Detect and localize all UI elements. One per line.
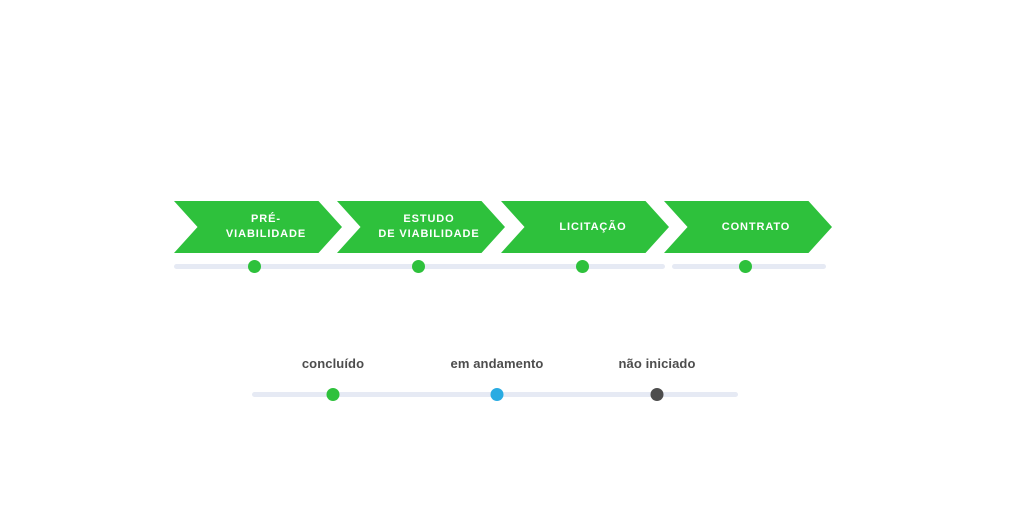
process-step-2-label: ESTUDO DE VIABILIDADE (378, 213, 480, 240)
legend: concluído em andamento não iniciado (252, 356, 738, 404)
process-step-1[interactable]: PRÉ- VIABILIDADE (174, 201, 342, 253)
legend-dot-nao-iniciado (650, 388, 664, 401)
legend-item-concluido-label: concluído (301, 356, 365, 371)
legend-dot-em-andamento (490, 388, 504, 401)
status-dot-step-2[interactable] (412, 260, 425, 273)
process-step-4-label: CONTRATO (721, 220, 791, 233)
process-progress-track (174, 260, 826, 273)
process-step-3[interactable]: LICITAÇÃO (501, 201, 669, 253)
status-dot-step-4[interactable] (739, 260, 752, 273)
legend-dot-concluido (326, 388, 340, 401)
legend-item-em-andamento-label: em andamento (450, 356, 544, 371)
process-step-4[interactable]: CONTRATO (664, 201, 832, 253)
process-step-1-label: PRÉ- VIABILIDADE (225, 213, 307, 240)
process-step-3-label: LICITAÇÃO (559, 220, 627, 233)
process-step-2[interactable]: ESTUDO DE VIABILIDADE (337, 201, 505, 253)
status-dot-step-3[interactable] (576, 260, 589, 273)
legend-item-nao-iniciado-label: não iniciado (618, 356, 696, 371)
process-chevron-row: PRÉ- VIABILIDADE ESTUDO DE VIABILIDADE L… (174, 201, 832, 253)
status-dot-step-1[interactable] (248, 260, 261, 273)
